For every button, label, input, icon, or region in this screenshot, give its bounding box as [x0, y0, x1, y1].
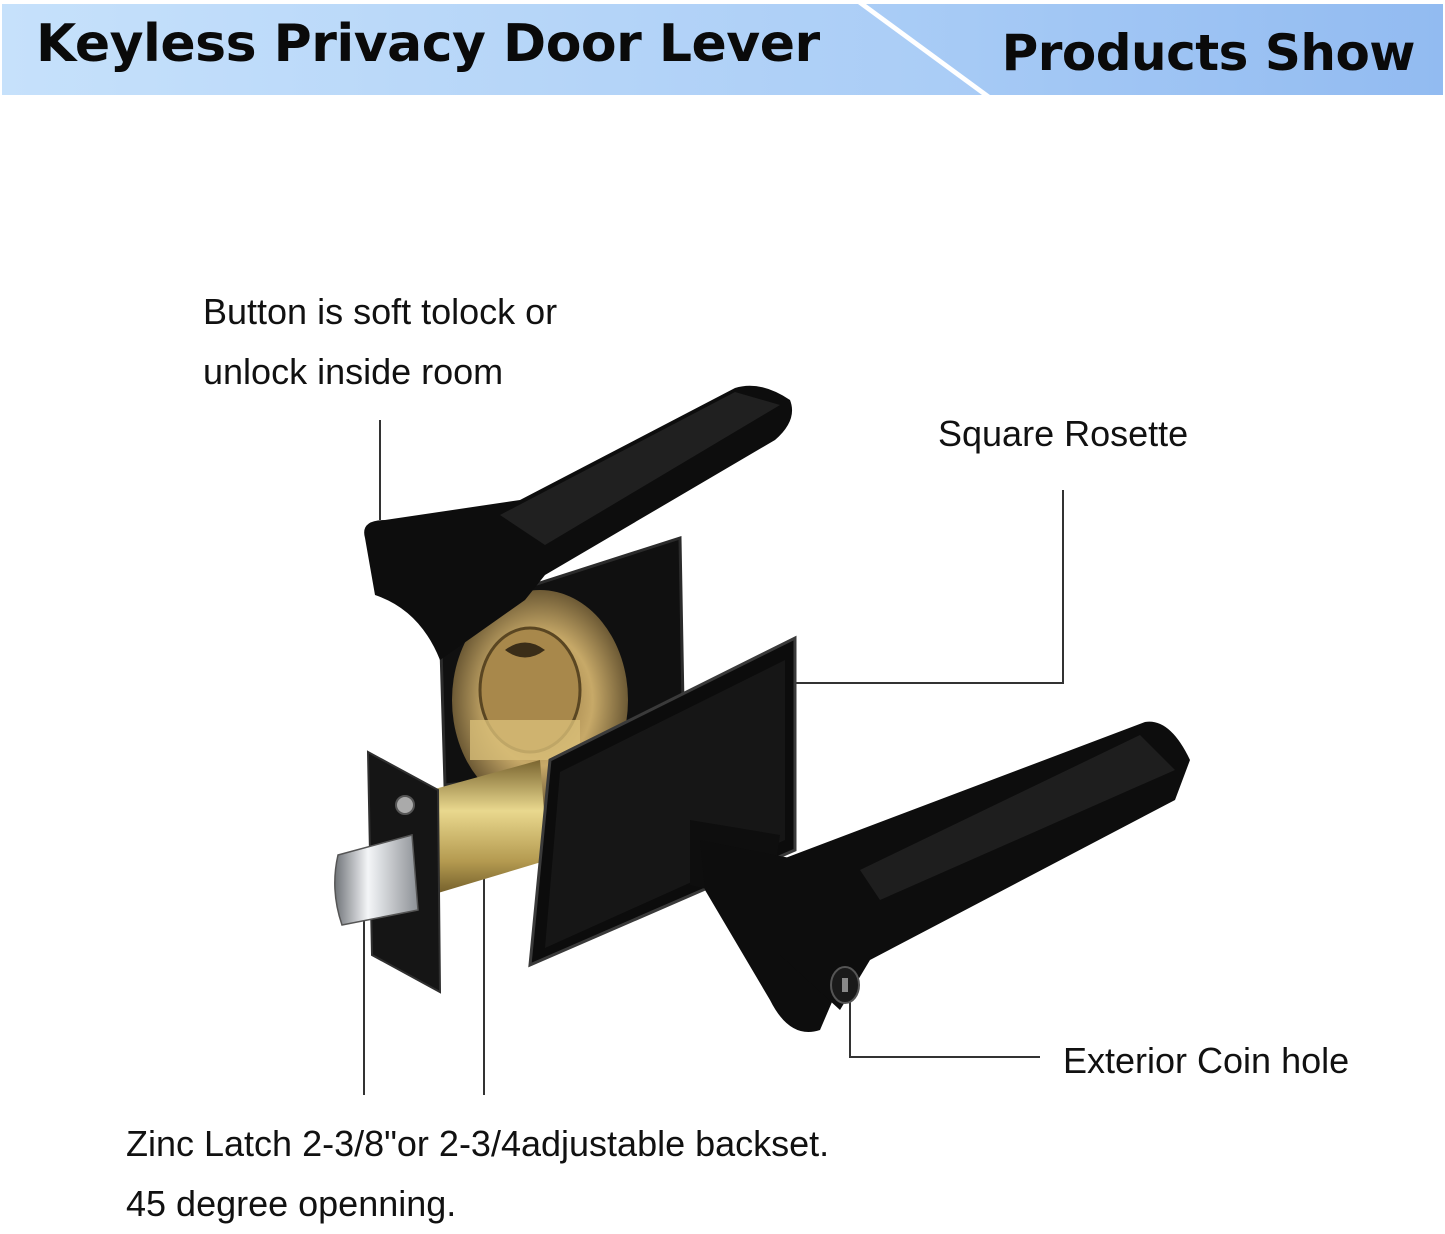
- latch-tube: [334, 750, 548, 994]
- annotation-button: Button is soft tolock or unlock inside r…: [203, 282, 557, 402]
- section-subtitle: Products Show: [1001, 24, 1416, 82]
- back-lever: [364, 385, 793, 660]
- banner-background: [0, 0, 1445, 98]
- annotation-latch: Zinc Latch 2-3/8"or 2-3/4adjustable back…: [126, 1114, 829, 1234]
- front-lever: [690, 721, 1190, 1032]
- header-banner: Keyless Privacy Door Lever Products Show: [0, 0, 1445, 98]
- annotation-latch-line1: Zinc Latch 2-3/8"or 2-3/4adjustable back…: [126, 1123, 830, 1164]
- annotation-rosette: Square Rosette: [938, 413, 1189, 454]
- annotation-button-line2: unlock inside room: [203, 351, 504, 392]
- page-title: Keyless Privacy Door Lever: [36, 14, 820, 74]
- front-rosette: [528, 635, 797, 968]
- callout-lines: [363, 420, 1064, 1095]
- annotation-button-line1: Button is soft tolock or: [203, 291, 558, 332]
- annotation-latch-line2: 45 degree openning.: [126, 1183, 457, 1224]
- annotation-coin-hole: Exterior Coin hole: [1063, 1040, 1350, 1081]
